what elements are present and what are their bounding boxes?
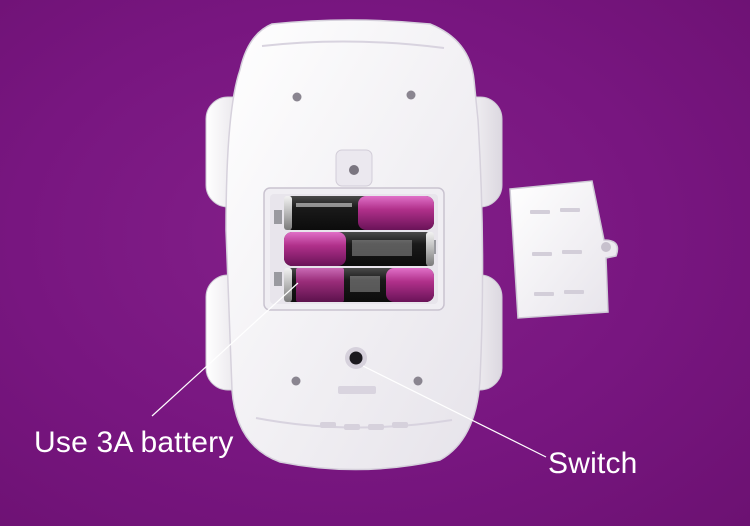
battery-callout-label: Use 3A battery xyxy=(34,426,234,459)
battery-cover xyxy=(509,180,619,319)
power-switch xyxy=(338,347,376,394)
battery-2 xyxy=(284,232,434,266)
battery-3 xyxy=(284,268,434,302)
switch-callout-label: Switch xyxy=(548,447,638,480)
battery-callout-line xyxy=(151,282,299,417)
switch-callout-line xyxy=(362,365,547,458)
battery-1 xyxy=(284,196,434,230)
